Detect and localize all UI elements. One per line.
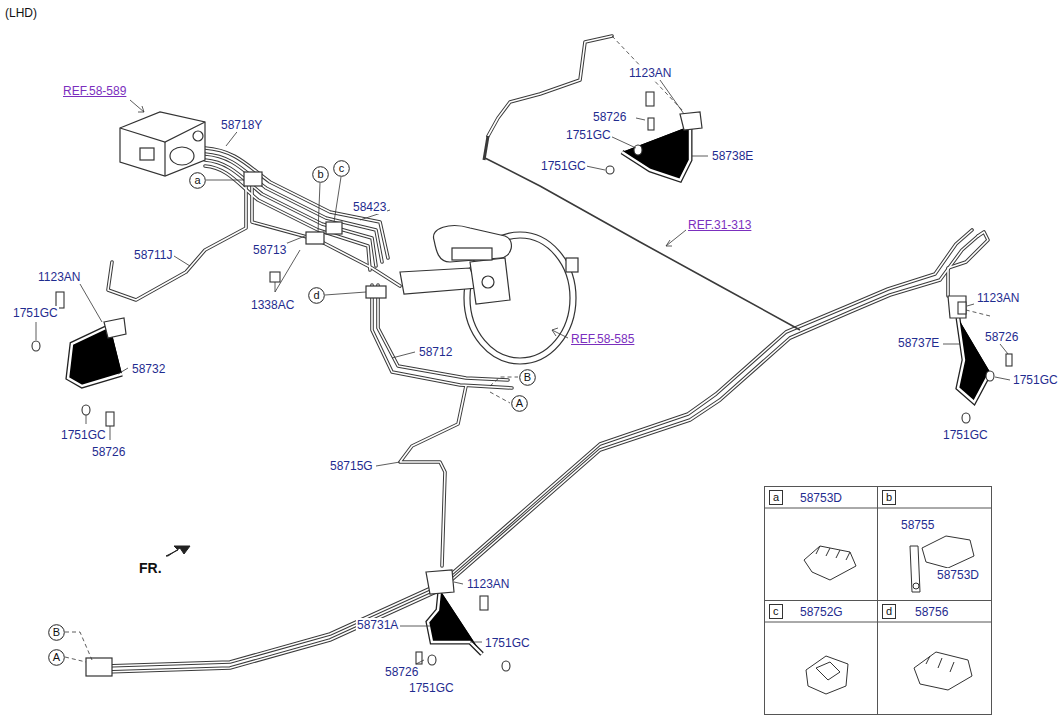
callout-circle: a [189, 172, 206, 189]
part-number: 58755 [900, 518, 935, 532]
cell-letter-box: c [769, 604, 783, 619]
callout-letter: B [519, 370, 536, 385]
callout-circle: d [308, 287, 325, 304]
callout-circle: b [312, 166, 329, 183]
table-cell: 58755 58753D b [877, 486, 992, 601]
part-number: 58423 [352, 200, 387, 214]
part-number: 58738E [711, 149, 754, 163]
part-number: 1751GC [484, 636, 531, 650]
callout-letter: b [312, 167, 329, 182]
part-number: 58715G [329, 459, 374, 473]
part-number: 58737E [897, 336, 940, 350]
part-number: 58732 [131, 362, 166, 376]
cell-letter: b [883, 491, 895, 504]
callout-circle: A [511, 395, 528, 412]
callout-letter: A [48, 650, 65, 665]
callout-circle: c [333, 160, 350, 177]
part-number: 58713 [252, 243, 287, 257]
callout-letter: B [48, 625, 65, 640]
part-number: 58756 [914, 605, 949, 619]
callout-circle: B [48, 624, 65, 641]
cell-letter: c [770, 605, 782, 618]
part-number: 58753D [936, 568, 980, 582]
part-number: 58726 [384, 665, 419, 679]
part-number: 58726 [91, 445, 126, 459]
reference-label: REF.58-585 [570, 332, 635, 346]
callout-circle: A [48, 649, 65, 666]
part-number: 1751GC [540, 159, 587, 173]
part-number: 1751GC [942, 428, 989, 442]
part-number: 58753D [799, 491, 843, 505]
cell-letter-box: d [882, 604, 896, 619]
part-number: 1751GC [1012, 373, 1059, 387]
part-number: 58711J [133, 248, 173, 262]
part-number: 1123AN [628, 66, 672, 80]
table-cell: 58756 d [877, 600, 992, 715]
part-number: 58731A [356, 618, 399, 632]
variant-note: (LHD) [4, 6, 38, 20]
part-number: 58726 [592, 110, 627, 124]
callout-letter: A [511, 396, 528, 411]
table-cell: 58752G c [764, 600, 878, 715]
cell-letter: d [883, 605, 895, 618]
part-number: 1338AC [250, 298, 295, 312]
part-number: 1123AN [466, 577, 510, 591]
cell-letter-box: b [882, 490, 896, 505]
callout-letter: c [333, 161, 350, 176]
part-number: 1751GC [408, 681, 455, 695]
front-marker: FR. [138, 561, 163, 575]
table-cell: 58753D a [764, 486, 878, 601]
callout-letter: d [308, 288, 325, 303]
part-number: 1751GC [60, 428, 107, 442]
part-number: 1751GC [12, 306, 59, 320]
cell-letter-box: a [769, 490, 783, 505]
part-number: 1123AN [37, 270, 81, 284]
callout-circle: B [519, 369, 536, 386]
part-number: 58752G [799, 605, 844, 619]
reference-label: REF.31-313 [687, 218, 752, 232]
part-number: 1123AN [976, 291, 1020, 305]
cell-letter: a [770, 491, 782, 504]
part-number: 1751GC [565, 128, 612, 142]
reference-label: REF.58-589 [62, 84, 127, 98]
part-number: 58712 [418, 345, 453, 359]
callout-letter: a [189, 173, 206, 188]
part-number: 58718Y [220, 118, 263, 132]
part-number: 58726 [984, 330, 1019, 344]
